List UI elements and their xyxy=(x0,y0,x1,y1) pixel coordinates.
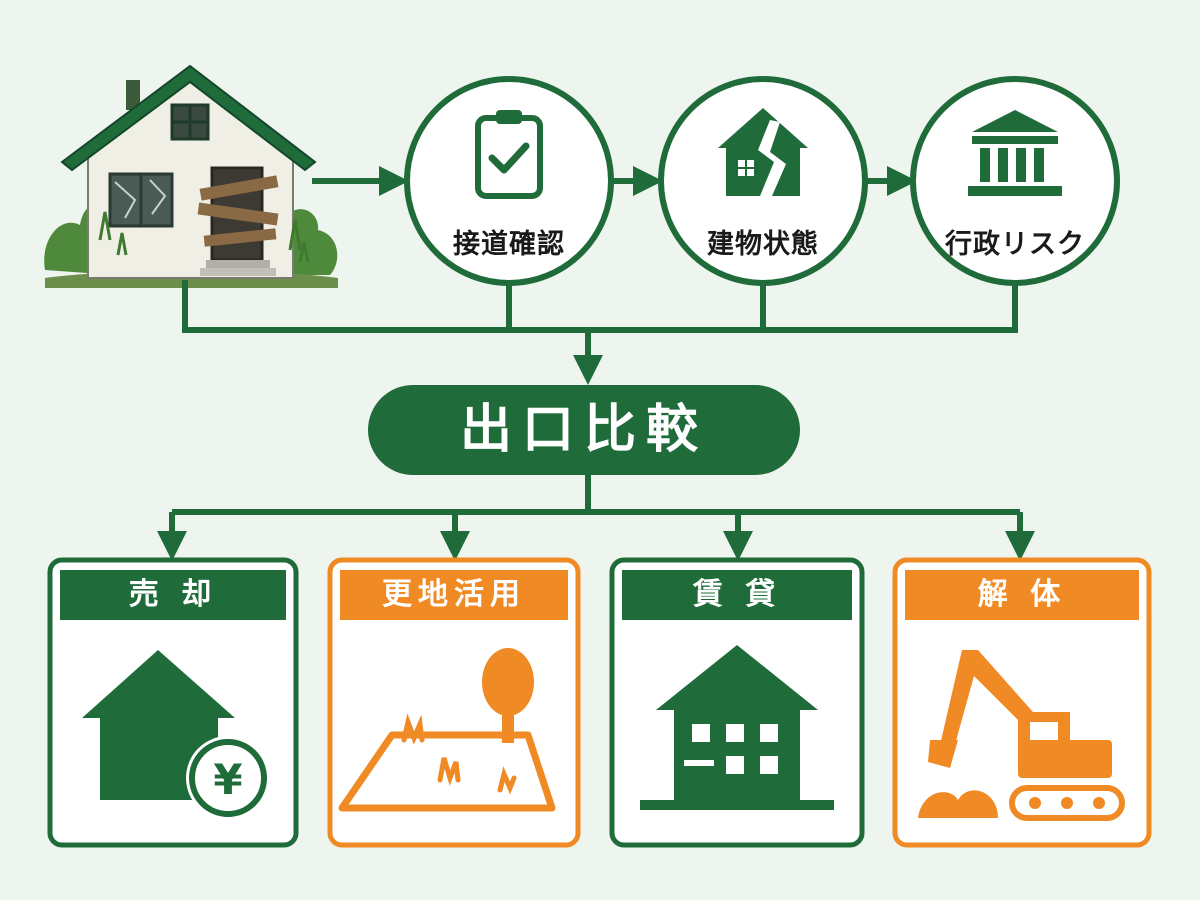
split-connector xyxy=(157,475,1035,561)
card-title-sell: 売 却 xyxy=(128,577,218,612)
clipboard-check-icon xyxy=(475,110,543,199)
outcome-card-demolition xyxy=(892,557,1152,848)
cracked-house-icon xyxy=(718,108,808,196)
outcome-card-rent xyxy=(609,557,865,848)
abandoned-house-icon xyxy=(44,64,338,288)
merge-connector xyxy=(182,280,1018,385)
card-title-vacant-land: 更地活用 xyxy=(382,577,526,612)
step-label-building-condition: 建物状態 xyxy=(707,229,819,260)
hub-pill xyxy=(368,385,800,475)
outcome-card-vacant-land xyxy=(327,557,581,848)
rental-house-icon xyxy=(640,645,834,810)
step-label-road-access: 接道確認 xyxy=(453,229,565,260)
card-title-rent: 賃 貸 xyxy=(692,577,782,612)
step-circle-building-condition xyxy=(658,76,868,286)
excavator-icon xyxy=(918,650,1125,821)
step-circle-road-access xyxy=(404,76,614,286)
card-title-demolition: 解 体 xyxy=(977,577,1067,612)
government-building-icon xyxy=(968,110,1062,196)
hub-title: 出口比較 xyxy=(459,400,708,460)
vacant-land-tree-icon xyxy=(338,648,556,812)
house-yen-icon: ¥ xyxy=(82,650,270,820)
outcome-card-sell: ¥ xyxy=(47,557,299,848)
step-label-administrative-risk: 行政リスク xyxy=(945,229,1085,260)
svg-text:¥: ¥ xyxy=(213,755,242,804)
step-circle-administrative-risk xyxy=(910,76,1120,286)
